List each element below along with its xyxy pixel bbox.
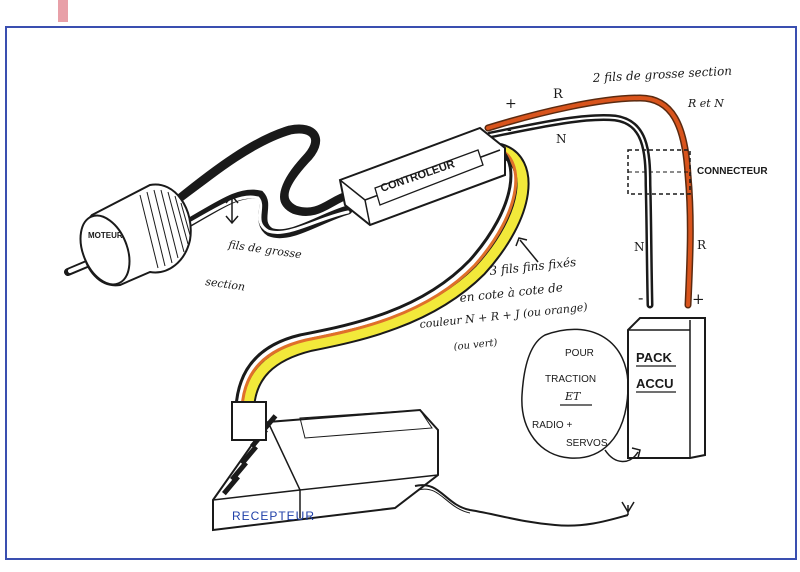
n-side-label: N xyxy=(634,240,645,254)
pour-label: POUR xyxy=(565,348,594,359)
servos-label: SERVOS xyxy=(566,438,608,449)
black-thin-wire xyxy=(234,142,513,410)
ribbon-arrow xyxy=(515,237,539,263)
traction-label: TRACTION xyxy=(545,374,596,385)
motor: MOTEUR xyxy=(64,183,192,287)
motor-wires xyxy=(173,124,355,239)
radio-label: RADIO + xyxy=(532,420,572,431)
page-frame xyxy=(5,26,797,560)
motor-face xyxy=(79,214,131,286)
motor-wire-upper xyxy=(173,124,355,217)
three-wires-label-4: (ou vert) xyxy=(453,337,498,353)
battery-pack: PACK ACCU xyxy=(627,317,706,459)
minus-top-label: - xyxy=(507,122,512,138)
minus-pack-label: - xyxy=(638,288,643,307)
antenna-tip xyxy=(621,501,635,515)
receiver-label: RECEPTEUR xyxy=(232,509,315,523)
receiver-plug xyxy=(231,401,267,441)
motor-wire-upper-inner xyxy=(178,135,352,219)
controller: CONTROLEUR xyxy=(338,126,506,227)
receiver: RECEPTEUR xyxy=(212,401,635,532)
r-side-label: R xyxy=(697,238,707,252)
pack-body xyxy=(627,317,706,459)
two-wires-label-2: R et N xyxy=(687,97,724,110)
red-wire xyxy=(486,95,693,307)
r-top-label: R xyxy=(553,87,564,102)
motor-label: MOTEUR xyxy=(88,231,123,240)
motor-wires-label-2: section xyxy=(205,275,246,293)
usage-bubble-outline xyxy=(521,328,629,459)
pack-label: PACK xyxy=(636,350,672,365)
three-wires-label-1: 3 fils fins fixés xyxy=(489,255,577,278)
et-label: ET xyxy=(564,390,582,403)
usage-bubble: POUR TRACTION ET RADIO + SERVOS xyxy=(521,328,641,463)
orange-wire xyxy=(240,145,518,410)
yellow-wire xyxy=(243,145,528,413)
motor-wires-label-1: fils de grosse xyxy=(227,238,303,261)
connector-label: CONNECTEUR xyxy=(697,166,768,177)
motor-wire-lower-inner xyxy=(186,195,350,234)
motor-wire-arrow xyxy=(225,194,239,225)
antenna-wire xyxy=(414,484,629,527)
motor-fins xyxy=(139,189,191,269)
paper-mark xyxy=(58,0,68,22)
n-top-label: N xyxy=(556,132,567,146)
two-wires-label-1: 2 fils de grosse section xyxy=(591,64,732,85)
connector: CONNECTEUR xyxy=(627,149,768,195)
plus-pack-label: + xyxy=(692,290,705,308)
plus-top-label: + xyxy=(505,96,517,112)
receiver-ribbon xyxy=(234,142,530,415)
accu-label: ACCU xyxy=(636,376,674,391)
controller-label-panel xyxy=(374,149,484,206)
battery-wires xyxy=(484,94,694,309)
receiver-body xyxy=(212,408,439,532)
